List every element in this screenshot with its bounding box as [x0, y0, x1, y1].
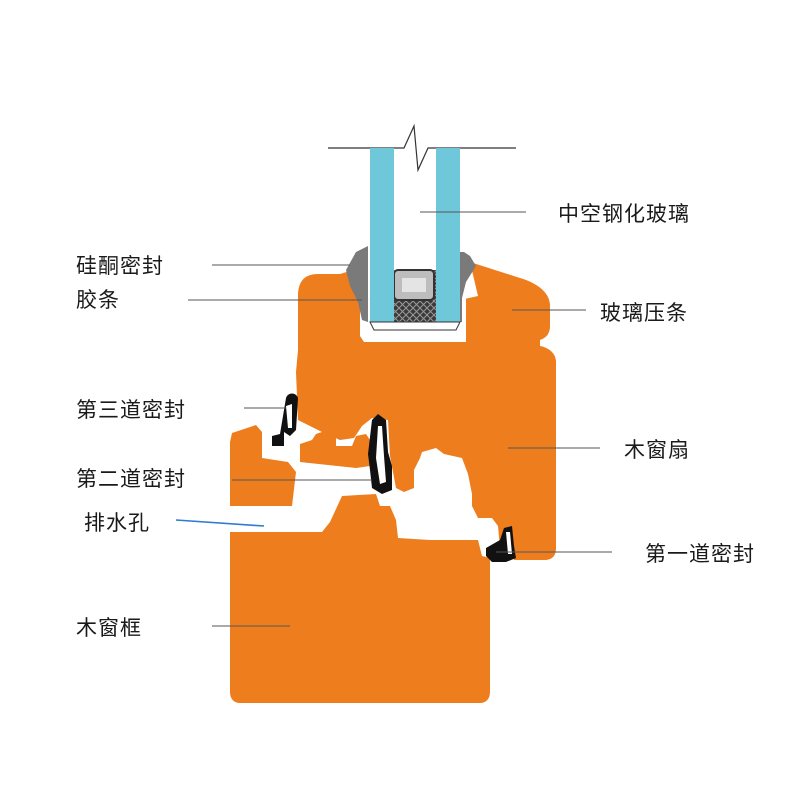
label-third-seal: 第三道密封 — [76, 398, 186, 422]
glass-pane-left — [370, 148, 394, 322]
glass-pane-right — [436, 148, 460, 322]
second-seal-highlight — [376, 426, 386, 484]
first-seal-highlight — [506, 532, 512, 554]
label-frame: 木窗框 — [76, 616, 142, 640]
label-sash: 木窗扇 — [624, 438, 690, 462]
leader-lines — [188, 211, 612, 627]
glass-break-line — [328, 123, 516, 173]
glue-strip — [369, 321, 461, 331]
sash-glazing-rebate — [360, 296, 466, 342]
label-glue-strip: 胶条 — [76, 288, 120, 312]
sash-bottom-groove — [372, 332, 392, 340]
label-hollow-glass: 中空钢化玻璃 — [558, 202, 690, 226]
third-seal-highlight — [286, 404, 292, 428]
silicone-seal — [346, 246, 476, 322]
frame-rebate — [300, 430, 370, 468]
label-first-seal: 第一道密封 — [645, 542, 755, 566]
spacer-desiccant-core — [402, 278, 426, 292]
label-drain-hole: 排水孔 — [84, 511, 150, 535]
label-glass-bead: 玻璃压条 — [600, 301, 688, 325]
drain-hole-channel — [230, 500, 336, 532]
label-silicone-seal: 硅酮密封 — [76, 254, 164, 278]
window-frame-body — [230, 425, 490, 703]
leader-drain-hole — [175, 519, 265, 527]
third-seal — [272, 393, 298, 446]
label-second-seal: 第二道密封 — [76, 467, 186, 491]
